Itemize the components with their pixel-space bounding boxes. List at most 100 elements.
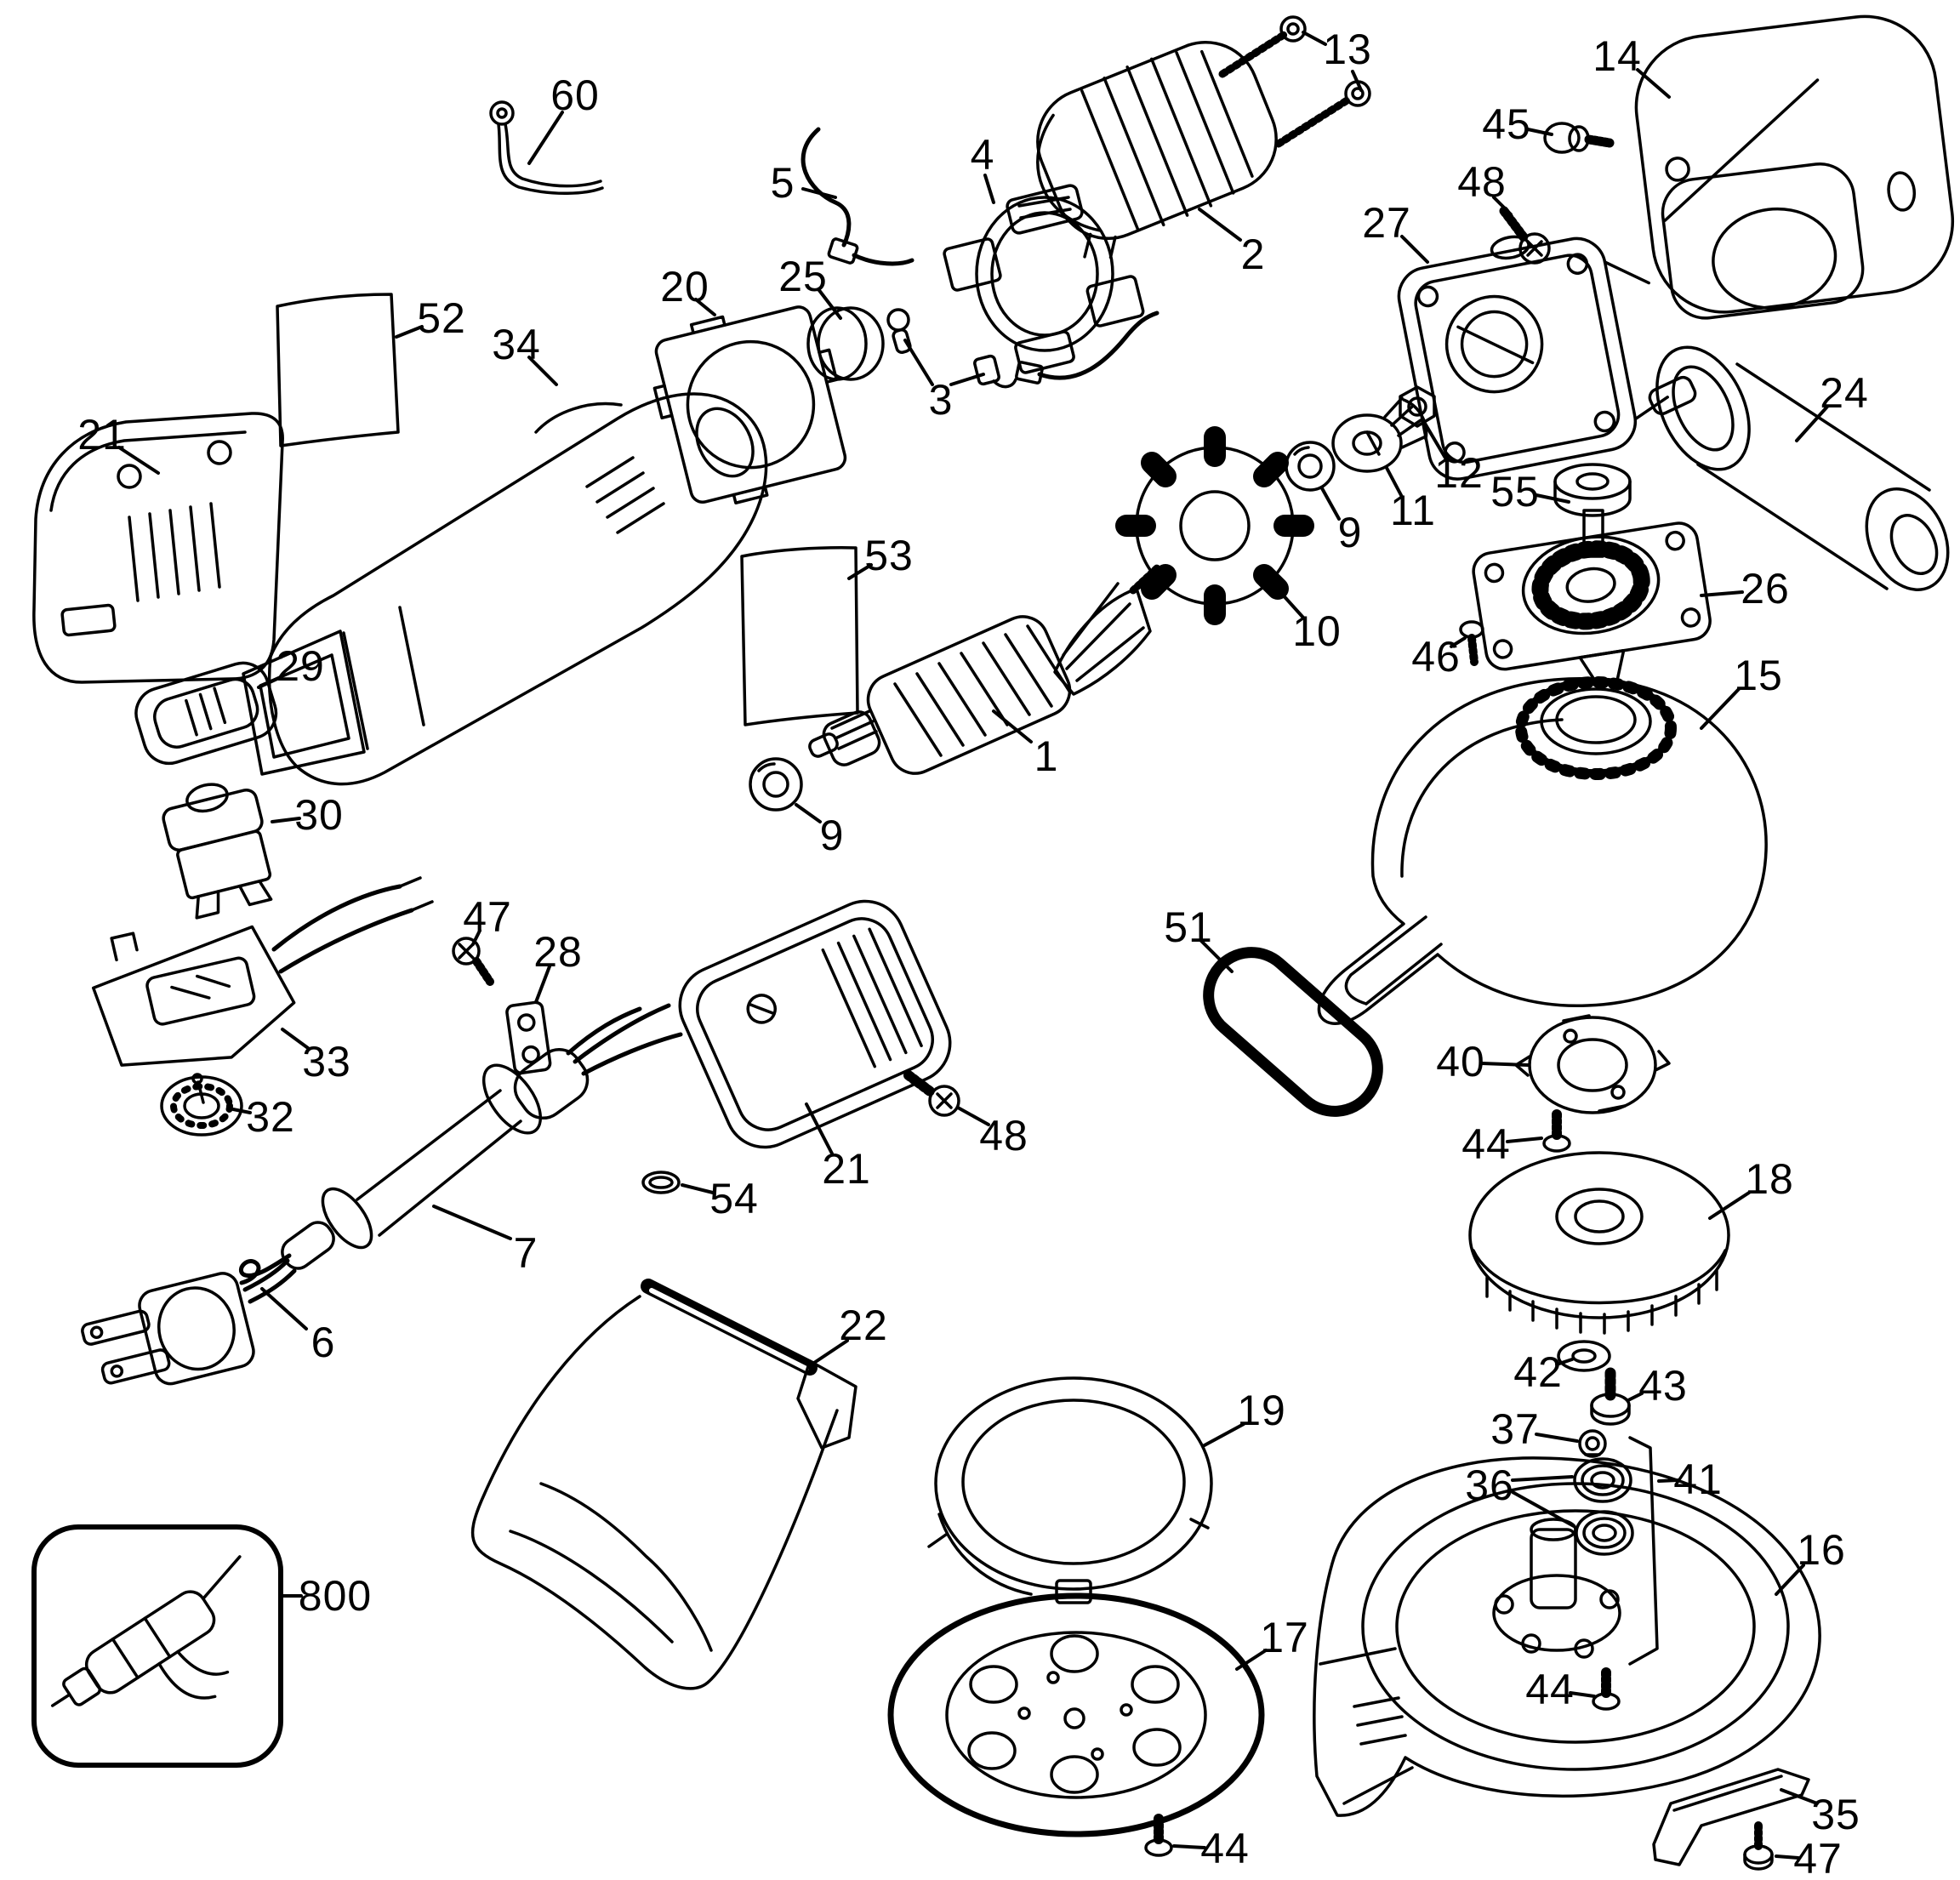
sander-base-drawing bbox=[1313, 1456, 1821, 1817]
part-callout-21-housing-half-right: 21 bbox=[822, 1145, 871, 1193]
leader-line-17 bbox=[1235, 1649, 1268, 1671]
leader-line-13 bbox=[1351, 70, 1363, 92]
gear-case-cover-drawing bbox=[1397, 235, 1669, 481]
leader-line-37 bbox=[1535, 1433, 1579, 1443]
flat-washer-drawing bbox=[1557, 1340, 1611, 1372]
part-callout-47-screw: 47 bbox=[1793, 1835, 1843, 1880]
leader-line-13 bbox=[1302, 31, 1327, 46]
leader-line-3 bbox=[903, 339, 934, 386]
wear-strip-drawing bbox=[1652, 1768, 1810, 1866]
part-callout-40-pad-clamp: 40 bbox=[1436, 1038, 1485, 1085]
leader-line-34 bbox=[527, 356, 558, 386]
part-callout-24-side-handle: 24 bbox=[1820, 369, 1869, 417]
leader-line-44 bbox=[1569, 1691, 1596, 1698]
backing-pad-drawing bbox=[887, 1592, 1265, 1837]
leader-line-6 bbox=[260, 1287, 308, 1330]
pad-retainer-ring-drawing bbox=[927, 1376, 1213, 1604]
part-callout-51-drive-belt: 51 bbox=[1164, 903, 1213, 951]
part-callout-19-pad-retainer-ring: 19 bbox=[1237, 1387, 1286, 1434]
part-callout-60-ground-wire: 60 bbox=[550, 71, 600, 119]
part-callout-53-warning-label: 53 bbox=[864, 532, 914, 579]
push-nut-drawing bbox=[1578, 1429, 1607, 1458]
part-callout-29-switch-actuator: 29 bbox=[276, 642, 325, 690]
part-callout-30-switch: 30 bbox=[294, 791, 344, 839]
part-callout-44-screw: 44 bbox=[1461, 1120, 1511, 1168]
screw-48b-drawing bbox=[903, 1070, 960, 1117]
leader-line-46 bbox=[1450, 636, 1467, 648]
part-callout-41-spindle-assembly-bracket: 41 bbox=[1673, 1456, 1723, 1503]
part-callout-20-baffle-plate: 20 bbox=[660, 263, 709, 310]
part-callout-2-field: 2 bbox=[1240, 231, 1266, 278]
leader-line-20 bbox=[694, 298, 716, 316]
leader-line-29 bbox=[257, 675, 282, 689]
connector-link-drawing bbox=[505, 1000, 552, 1075]
part-callout-55-spindle-hub: 55 bbox=[1490, 468, 1540, 516]
dust-bag-drawing bbox=[470, 1279, 858, 1690]
leader-line-11 bbox=[1385, 466, 1404, 498]
leader-line-28 bbox=[534, 965, 551, 1004]
leader-line-54 bbox=[681, 1183, 715, 1194]
nameplate-label-drawing bbox=[276, 293, 400, 447]
screw-44b-drawing bbox=[1592, 1667, 1621, 1711]
baffle-plate-drawing bbox=[652, 305, 847, 505]
leader-line-33 bbox=[281, 1028, 310, 1050]
part-callout-7-cord-protector: 7 bbox=[513, 1229, 538, 1277]
part-callout-18-fan: 18 bbox=[1745, 1155, 1794, 1203]
part-callout-27-gear-case-cover: 27 bbox=[1362, 199, 1411, 247]
screw-47b-drawing bbox=[1743, 1821, 1774, 1871]
switch-drawing bbox=[162, 783, 273, 920]
drive-belt-drawing bbox=[1203, 947, 1383, 1117]
leader-line-9 bbox=[795, 803, 822, 823]
part-callout-13-motor-through-bolts: 13 bbox=[1323, 26, 1372, 73]
part-callout-42-flat-washer: 42 bbox=[1513, 1348, 1563, 1396]
motor-end-cover-drawing bbox=[1634, 14, 1955, 320]
spindle-bracket-drawing bbox=[1628, 1436, 1659, 1666]
leader-line-32 bbox=[231, 1108, 252, 1114]
leader-line-60 bbox=[527, 111, 564, 165]
part-callout-36-spindle-bearings: 36 bbox=[1465, 1461, 1514, 1509]
part-callout-16-sander-base: 16 bbox=[1797, 1526, 1846, 1574]
leader-line-42 bbox=[1555, 1358, 1574, 1366]
part-callout-28-connector-link: 28 bbox=[533, 928, 583, 976]
part-callout-54-o-ring: 54 bbox=[709, 1175, 759, 1222]
leader-line-14 bbox=[1636, 68, 1671, 99]
part-callout-15-dust-shroud: 15 bbox=[1734, 652, 1783, 699]
armature-drawing bbox=[808, 564, 1161, 775]
leader-line-26 bbox=[1700, 590, 1744, 597]
leader-line-53 bbox=[847, 563, 873, 580]
leader-line-16 bbox=[1775, 1564, 1805, 1596]
part-callout-45-brush-cap-screw: 45 bbox=[1482, 100, 1531, 148]
part-callout-33-speed-control-module: 33 bbox=[302, 1038, 351, 1085]
ground-wire-drawing bbox=[489, 100, 604, 196]
brush-cap-screw-drawing bbox=[1543, 122, 1615, 154]
part-callout-34-motor-housing: 34 bbox=[492, 321, 541, 368]
leader-line-48 bbox=[1492, 196, 1513, 216]
part-callout-44-screw: 44 bbox=[1525, 1666, 1575, 1713]
grease-tube-kit-drawing bbox=[31, 1524, 283, 1768]
leader-line-55 bbox=[1535, 493, 1570, 504]
leader-line-12 bbox=[1422, 420, 1448, 461]
fan-drawing bbox=[1468, 1151, 1730, 1335]
leader-line-22 bbox=[810, 1339, 849, 1366]
leader-line-24 bbox=[1795, 405, 1829, 442]
brush-holder-ring-drawing bbox=[943, 184, 1145, 374]
part-callout-21-housing-half-left: 21 bbox=[77, 411, 127, 459]
part-callout-48-self-tapping-screw: 48 bbox=[1457, 158, 1507, 206]
leader-line-45 bbox=[1526, 128, 1553, 136]
leader-line-25 bbox=[817, 288, 842, 320]
part-callout-12-hex-nut: 12 bbox=[1434, 449, 1484, 497]
part-callout-26-gear-case: 26 bbox=[1741, 565, 1790, 612]
leader-line-44 bbox=[1172, 1844, 1206, 1849]
cord-plug-drawing bbox=[81, 1258, 297, 1386]
screw-47a-drawing bbox=[452, 937, 494, 986]
part-callout-4-brush-holder-ring: 4 bbox=[970, 131, 995, 179]
leader-line-36 bbox=[1511, 1475, 1574, 1482]
housing-half-right-drawing bbox=[678, 899, 952, 1149]
leader-line-40 bbox=[1480, 1062, 1530, 1067]
leader-line-51 bbox=[1199, 939, 1234, 973]
leader-line-52 bbox=[395, 325, 424, 339]
speed-control-module-drawing bbox=[91, 876, 434, 1067]
part-callout-800-grease-tube-kit: 800 bbox=[298, 1572, 373, 1620]
leader-line-1 bbox=[992, 709, 1033, 743]
